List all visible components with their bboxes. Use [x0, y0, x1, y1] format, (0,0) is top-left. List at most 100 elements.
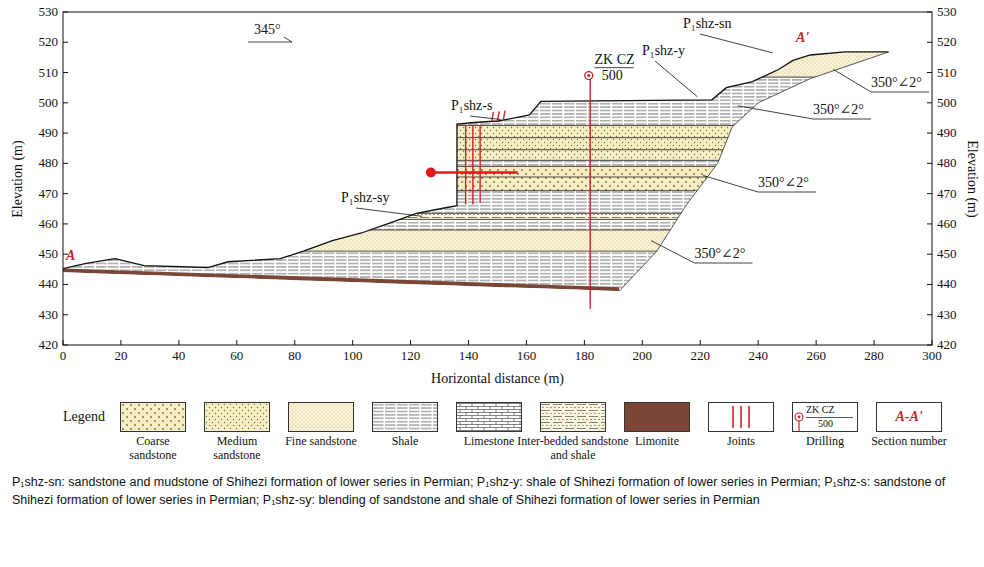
sandstone-layer [63, 166, 932, 190]
formation-label: P₁shz-sn [683, 16, 731, 32]
legend-label: Coarse sandstone [115, 435, 191, 463]
legend-swatch [288, 402, 354, 432]
axis-tick-label: 520 [39, 35, 59, 50]
legend-swatch [708, 402, 774, 432]
axis-tick-label: 260 [806, 349, 826, 364]
axis-tick-label: 430 [937, 307, 957, 322]
legend-label: Medium sandstone [199, 435, 275, 463]
axis-tick-label: 460 [39, 216, 59, 231]
axis-title: Horizontal distance (m) [431, 371, 564, 387]
drill-hole [589, 79, 590, 309]
legend-swatch [204, 402, 270, 432]
bed-boundary [63, 190, 932, 191]
sandstone-layer [63, 213, 932, 219]
axis-tick-label: 450 [937, 247, 957, 262]
axis-title: Elevation (m) [964, 140, 980, 217]
axis-tick-label: 0 [60, 349, 67, 364]
sandstone-layer [63, 42, 932, 77]
shale-layer [63, 42, 932, 314]
axis-tick-label: 20 [114, 349, 127, 364]
formation-label: P₁shz-y [642, 43, 685, 59]
axis-tick-label: 480 [39, 156, 59, 171]
axis-tick-label: 500 [937, 95, 957, 110]
legend-label: Section number [871, 435, 947, 449]
axis-tick-label: 470 [937, 186, 957, 201]
drill-label: ZK CZ [595, 52, 635, 68]
legend-section-label: A-A' [895, 409, 922, 425]
bed-boundary [63, 251, 932, 252]
axis-tick-label: 440 [39, 277, 59, 292]
bed-boundary [63, 125, 932, 126]
legend-label: Fine sandstone [283, 435, 359, 449]
plot-frame [63, 12, 932, 345]
axis-tick-label: 100 [343, 349, 363, 364]
dip-label: 350°∠2° [871, 75, 922, 91]
orientation-label: 345° [254, 22, 281, 38]
legend-swatch [120, 402, 186, 432]
layer-texture [63, 213, 932, 219]
axis-tick-label: 450 [39, 247, 59, 262]
axis-title: Elevation (m) [10, 140, 26, 217]
legend-heading: Legend [63, 409, 105, 425]
axis-tick-label: 460 [937, 216, 957, 231]
joints [466, 111, 505, 205]
section-boundary [619, 52, 888, 291]
layer-texture [63, 42, 932, 77]
dip-label: 350°∠2° [813, 102, 864, 118]
axis-tick-label: 180 [575, 349, 595, 364]
axis-tick-label: 280 [864, 349, 884, 364]
bed-boundary [63, 219, 932, 220]
axis-tick-label: 40 [172, 349, 185, 364]
legend-label: Shale [367, 435, 443, 449]
drill-symbol [585, 72, 593, 80]
leader-lines [248, 34, 929, 263]
legend-swatch [372, 402, 438, 432]
axis-tick-label: 300 [922, 349, 942, 364]
axis-tick-label: 420 [39, 338, 59, 353]
axis-tick-label: 480 [937, 156, 957, 171]
layer-texture [63, 126, 932, 161]
axis-ticks [63, 12, 932, 345]
legend-swatch [540, 402, 606, 432]
axis-tick-label: 500 [39, 95, 59, 110]
legend-label: Joints [703, 435, 779, 449]
bed-boundary [63, 160, 932, 161]
axis-tick-label: 510 [937, 65, 957, 80]
legend-swatch [456, 402, 522, 432]
survey-point [426, 167, 436, 177]
axis-tick-label: 510 [39, 65, 59, 80]
dip-label: 350°∠2° [695, 246, 746, 262]
axis-tick-label: 160 [517, 349, 537, 364]
formation-label: P₁shz-sy [341, 190, 389, 206]
axis-tick-label: 140 [459, 349, 479, 364]
axis-tick-label: 200 [633, 349, 653, 364]
limonite-layer [63, 268, 619, 291]
drill-symbol-dot [587, 74, 590, 77]
drill-depth-label: 500 [602, 68, 623, 84]
layer-texture [63, 230, 932, 251]
axis-tick-label: 80 [288, 349, 301, 364]
legend-label: Drilling [787, 435, 863, 449]
bed-boundary [63, 229, 932, 230]
legend-drill-label: ZK CZ [806, 404, 835, 416]
axis-tick-label: 430 [39, 307, 59, 322]
section-end-label: A' [796, 30, 809, 46]
dip-label: 350°∠2° [758, 175, 809, 191]
legend-drill-label: 500 [818, 418, 833, 430]
legend-label: Limonite [619, 435, 695, 449]
axis-tick-label: 240 [748, 349, 768, 364]
figure-caption: P₁shz-sn: sandstone and mudstone of Shih… [12, 474, 972, 509]
bed-boundary [63, 149, 932, 150]
bed-boundary [63, 137, 932, 138]
axis-tick-label: 220 [691, 349, 711, 364]
axis-tick-label: 490 [937, 126, 957, 141]
sandstone-layer [63, 126, 932, 161]
section-end-label: A [66, 248, 75, 264]
legend-label: Inter-bedded sandstone and shale [517, 435, 629, 463]
survey-line [431, 171, 518, 174]
layer-texture [63, 166, 932, 190]
ground-surface [63, 52, 889, 269]
axis-tick-label: 490 [39, 126, 59, 141]
axis-tick-label: 520 [937, 35, 957, 50]
